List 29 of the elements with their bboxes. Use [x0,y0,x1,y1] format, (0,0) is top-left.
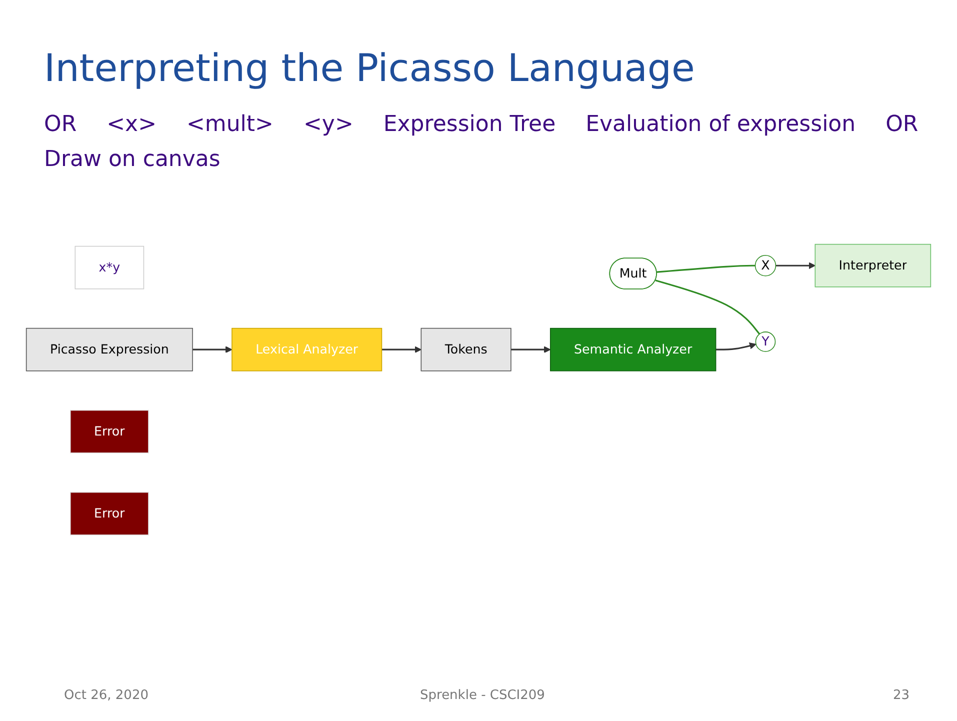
node-box: x*y [74,246,144,290]
slide-title: Interpreting the Picasso Language [44,46,695,90]
note-text: <mult> [186,112,274,137]
page-number: 23 [893,688,910,703]
node-box: Interpreter [814,244,932,288]
note-text: Draw on canvas [44,147,220,172]
connector [656,265,756,274]
note-text: <x> [106,112,156,137]
arrow [192,346,232,354]
node-box: Lexical Analyzer [232,328,382,372]
footer-date: Oct 26, 2020 [64,688,148,703]
node-box: Picasso Expression [26,328,193,372]
note-text: Evaluation of expression [586,112,856,137]
node-box: Error [70,410,149,454]
arrow [382,346,422,354]
arrow [776,262,816,270]
node-circle: Y [755,332,776,352]
node-circle: X [754,255,776,277]
arrow [510,346,551,354]
note-text: OR [44,112,77,137]
connector [655,280,760,335]
footer-text: Sprenkle - CSCI209 [420,688,545,703]
note-text: Expression Tree [383,112,556,137]
arrow [716,342,756,351]
note-text: OR [886,112,918,137]
node-box: Error [70,492,149,536]
node-box: Tokens [420,328,512,372]
note-text: <y> [303,112,354,137]
node-box: Semantic Analyzer [550,328,716,372]
